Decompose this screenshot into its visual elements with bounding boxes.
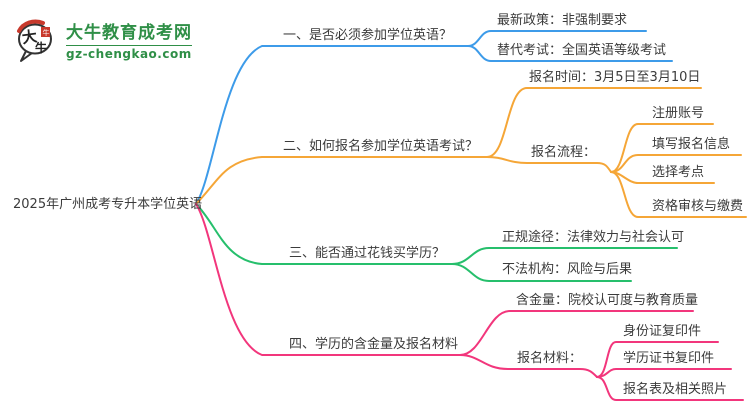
process-step-fill-info: 填写报名信息 <box>652 137 731 152</box>
branch-2-main-line <box>195 156 488 205</box>
material-diploma-copy: 学历证书复印件 <box>623 351 715 366</box>
branch-1-main-line <box>195 45 469 205</box>
branch-1-label: 一、是否必须参加学位英语？ <box>283 28 453 43</box>
branch-3-main-line <box>195 203 453 265</box>
branch-4-material-3-line <box>596 376 744 401</box>
process-step-review-pay: 资格审核与缴费 <box>652 199 744 214</box>
branch-3-child-legal: 正规途径：法律效力与社会认可 <box>502 230 685 245</box>
branch-2-child-process: 报名流程： <box>531 145 597 160</box>
material-id-copy: 身份证复印件 <box>623 324 702 339</box>
branch-1-fork-bottom-line <box>467 45 673 62</box>
central-topic: 2025年广州成考专升本学位英语 <box>13 197 203 212</box>
svg-text:大: 大 <box>21 27 38 47</box>
branch-4-label: 四、学历的含金量及报名材料 <box>289 337 459 352</box>
branch-3-child-illegal: 不法机构：风险与后果 <box>502 262 633 277</box>
branch-3-fork-bottom-line <box>451 263 632 282</box>
svg-text:牛: 牛 <box>43 28 50 37</box>
branch-2-step-2-line <box>610 154 742 173</box>
logo-title: 大牛教育成考网 <box>66 18 192 46</box>
material-form-photos: 报名表及相关照片 <box>623 382 728 397</box>
branch-4-main-line <box>195 203 461 356</box>
branch-2-step-1-line <box>610 123 714 173</box>
branch-2-step-4-line <box>610 171 747 218</box>
branch-4-material-2-line <box>596 368 732 378</box>
branch-4-materials-line <box>459 354 598 378</box>
branch-3-label: 三、能否通过花钱买学历？ <box>289 246 446 261</box>
branch-1-child-policy: 最新政策：非强制要求 <box>497 13 628 28</box>
svg-text:牛: 牛 <box>35 40 47 55</box>
branch-2-child-time: 报名时间：3月5日至3月10日 <box>529 70 701 85</box>
branch-2-process-line <box>486 156 612 173</box>
site-logo: 牛 大 牛 大牛教育成考网 gz-chengkao.com <box>12 14 192 64</box>
process-step-choose-site: 选择考点 <box>652 165 705 180</box>
logo-domain: gz-chengkao.com <box>66 46 192 61</box>
branch-4-value-line <box>459 310 694 356</box>
branch-1-child-alternative: 替代考试：全国英语等级考试 <box>497 43 667 58</box>
branch-2-label: 二、如何报名参加学位英语考试？ <box>283 139 479 154</box>
branch-2-time-line <box>486 87 702 158</box>
branch-3-fork-top-line <box>451 247 678 265</box>
daniu-speech-bubble-icon: 牛 大 牛 <box>17 19 52 62</box>
branch-4-child-value: 含金量：院校认可度与教育质量 <box>516 293 699 308</box>
process-step-register: 注册账号 <box>652 106 705 121</box>
branch-4-child-materials: 报名材料： <box>517 351 583 366</box>
